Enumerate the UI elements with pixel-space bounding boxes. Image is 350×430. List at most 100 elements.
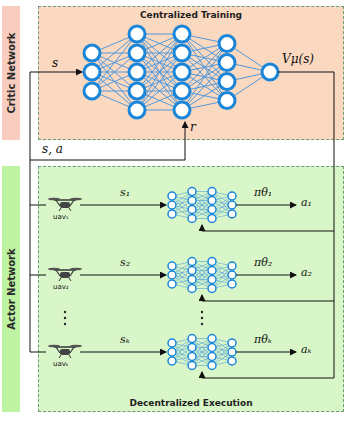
- neuron: [219, 36, 235, 52]
- actor-network: [168, 258, 236, 293]
- weight-line: [92, 34, 137, 91]
- neuron: [228, 348, 236, 356]
- actor-network: [168, 335, 236, 370]
- neuron: [129, 45, 145, 61]
- section-label: Critic Network: [6, 33, 17, 114]
- neuron: [174, 26, 190, 42]
- ellipsis-dot: [64, 323, 66, 325]
- reward-arrow: [30, 122, 185, 160]
- drone-icon: [48, 268, 82, 281]
- neuron: [208, 276, 216, 284]
- neuron: [208, 197, 216, 205]
- action-symbol: aₖ: [301, 344, 312, 356]
- agent-name: uav₂: [53, 284, 69, 292]
- agent-name: uav₁: [53, 214, 69, 222]
- ellipsis-dot: [201, 323, 203, 325]
- neuron: [174, 45, 190, 61]
- state-symbol: sₖ: [120, 334, 130, 346]
- neuron: [168, 210, 176, 218]
- neuron: [168, 192, 176, 200]
- neuron: [228, 210, 236, 218]
- state-bus-stub: [30, 275, 46, 276]
- neuron: [219, 55, 235, 71]
- neuron: [188, 215, 196, 223]
- neuron: [228, 192, 236, 200]
- state-input-arrow: [30, 72, 82, 73]
- action-arrow: [236, 275, 296, 276]
- neuron: [208, 335, 216, 343]
- ellipsis-dot: [201, 311, 203, 313]
- policy-symbol: πθₖ: [254, 334, 272, 346]
- neuron: [208, 215, 216, 223]
- neuron: [208, 362, 216, 370]
- neuron: [228, 280, 236, 288]
- action-symbol: a₁: [301, 197, 312, 209]
- neuron: [188, 344, 196, 352]
- state-arrow: [80, 275, 166, 276]
- neuron: [228, 201, 236, 209]
- value-feedback-branch: [202, 295, 334, 301]
- neuron: [188, 206, 196, 214]
- action-arrow: [236, 205, 296, 206]
- neuron: [219, 93, 235, 109]
- value-feedback-branch: [202, 225, 334, 231]
- section-label: Actor Network: [6, 248, 17, 329]
- weight-line: [192, 339, 212, 366]
- neuron: [228, 357, 236, 365]
- agent-name: uavₖ: [53, 361, 69, 369]
- neuron: [168, 280, 176, 288]
- weight-line: [92, 53, 137, 110]
- neuron: [262, 64, 278, 80]
- neuron: [188, 353, 196, 361]
- state-bus-stub: [30, 205, 46, 206]
- neuron: [174, 83, 190, 99]
- neuron: [208, 206, 216, 214]
- neuron: [168, 348, 176, 356]
- neuron: [208, 188, 216, 196]
- weight-line: [192, 192, 212, 219]
- ellipsis-dot: [201, 317, 203, 319]
- neuron: [84, 45, 100, 61]
- neuron: [188, 335, 196, 343]
- action-arrow: [236, 352, 296, 353]
- panel-title: Decentralized Execution: [129, 398, 252, 408]
- state-symbol: s₁: [120, 187, 130, 199]
- neuron: [188, 285, 196, 293]
- input-symbol: s: [52, 57, 58, 70]
- neuron: [188, 276, 196, 284]
- neuron: [228, 271, 236, 279]
- neuron: [129, 83, 145, 99]
- neuron: [219, 74, 235, 90]
- neuron: [208, 258, 216, 266]
- neuron: [129, 102, 145, 118]
- ellipsis-dot: [64, 311, 66, 313]
- neuron: [188, 267, 196, 275]
- weight-line: [137, 34, 182, 91]
- state-bus-stub: [30, 352, 46, 353]
- value-output: Vμ(s): [282, 53, 314, 66]
- weight-line: [137, 53, 182, 110]
- neuron: [168, 339, 176, 347]
- neuron: [168, 357, 176, 365]
- actor-network: [168, 188, 236, 223]
- weight-line: [192, 262, 212, 289]
- neuron: [84, 64, 100, 80]
- neuron: [168, 201, 176, 209]
- critic-network: [84, 26, 278, 118]
- neuron: [168, 271, 176, 279]
- neuron: [129, 26, 145, 42]
- panel-title: Centralized Training: [140, 10, 242, 20]
- neuron: [188, 258, 196, 266]
- neuron: [168, 262, 176, 270]
- reward-symbol: r: [190, 121, 196, 134]
- weight-line: [192, 262, 212, 289]
- weight-line: [137, 53, 182, 110]
- neuron: [228, 262, 236, 270]
- state-action-label: s, a: [42, 143, 63, 156]
- neuron: [228, 339, 236, 347]
- state-arrow: [80, 205, 166, 206]
- neuron: [84, 83, 100, 99]
- neuron: [208, 353, 216, 361]
- state-bus-line: [30, 72, 31, 352]
- neuron: [208, 344, 216, 352]
